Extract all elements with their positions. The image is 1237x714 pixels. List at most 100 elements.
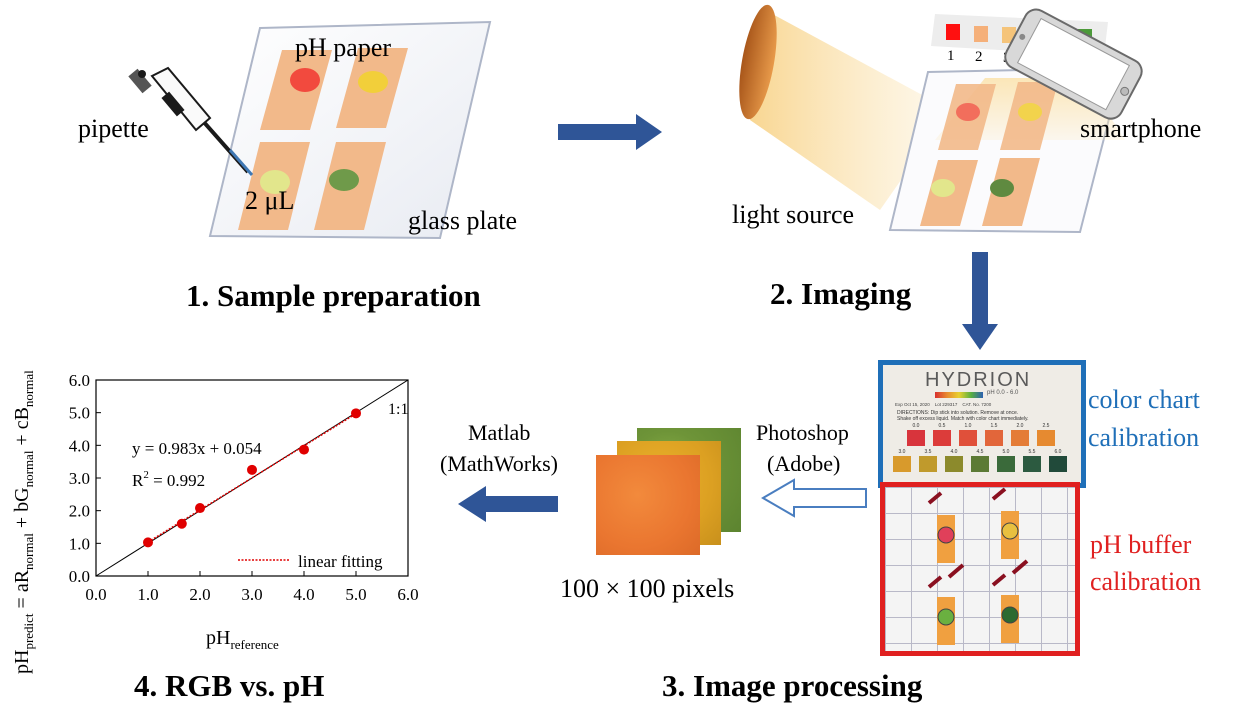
swatch: 1.0 (957, 423, 979, 446)
step-4-title: 4. RGB vs. pH (134, 668, 325, 703)
chart-swatch (946, 24, 960, 40)
sample-drop-yellow-green (260, 170, 290, 194)
arrow-right-icon (558, 114, 662, 150)
chart-marks (95, 379, 409, 577)
sample-spot (1018, 103, 1042, 121)
swatch-label: 1.0 (964, 423, 972, 429)
swatch: 4.0 (943, 449, 965, 472)
swatch: 6.0 (1047, 449, 1069, 472)
swatch: 3.0 (891, 449, 913, 472)
swatch-label: 4.0 (950, 449, 958, 455)
step-1-title: 1. Sample preparation (186, 278, 481, 313)
y-axis-title-part: + cB (11, 407, 33, 451)
swatch: 3.5 (917, 449, 939, 472)
x-axis-title-main: pH (206, 627, 230, 649)
swatch-label: 5.0 (1002, 449, 1010, 455)
x-axis-title-subscript: reference (230, 637, 279, 652)
data-point (195, 503, 205, 514)
step-2-title: 2. Imaging (770, 276, 912, 311)
smartphone-icon (1004, 8, 1143, 120)
swatch-label: 3.0 (898, 449, 906, 455)
swatch-color (959, 430, 977, 446)
r-squared-symbol: R (132, 471, 144, 490)
y-tick-label: 6.0 (69, 371, 90, 390)
swatch-color (919, 456, 937, 472)
swatch-row-top: 0.0 0.5 1.0 1.5 2.0 2.5 (905, 423, 1065, 451)
swatch: 5.5 (1021, 449, 1043, 472)
y-axis-title-part: = aR (11, 569, 33, 613)
hydrion-rainbow (935, 392, 983, 398)
ph-buffer-label-2: calibration (1090, 567, 1202, 596)
sample-spot (931, 179, 955, 197)
y-tick-label: 0.0 (69, 567, 90, 586)
y-axis-title-main: pH (11, 650, 33, 674)
swatch-color (907, 430, 925, 446)
swatch: 5.0 (995, 449, 1017, 472)
y-tick-label: 2.0 (69, 502, 90, 521)
hydrion-directions-2: Shake off excess liquid. Match with colo… (897, 416, 1029, 422)
swatch: 2.0 (1009, 423, 1031, 446)
r-squared-exponent: 2 (143, 469, 149, 481)
volume-label: 2 μL (245, 186, 295, 215)
swatch-label: 1.5 (990, 423, 998, 429)
hydrion-cat: CAT. No. 7200 (962, 402, 992, 407)
swatch-color (893, 456, 911, 472)
x-tick-label: 1.0 (137, 585, 158, 604)
buffer-strips-drawing (927, 487, 1029, 645)
pipette-label: pipette (78, 114, 149, 143)
y-tick-label: 1.0 (69, 534, 90, 553)
swatch-color (1037, 430, 1055, 446)
hydrion-lot: Lot 229317 (934, 402, 958, 407)
y-axis-title-sub: normal (21, 370, 36, 407)
light-source-icon (739, 4, 777, 120)
photoshop-label: Photoshop (756, 420, 849, 445)
step-3-title: 3. Image processing (662, 668, 923, 703)
data-point (351, 408, 361, 419)
sample-spot (990, 179, 1014, 197)
swatch-color (933, 430, 951, 446)
chart-number: 1 (947, 48, 955, 64)
hydrion-brand: HYDRION (925, 369, 1032, 391)
swatch-label: 3.5 (924, 449, 932, 455)
swatch-label: 2.0 (1016, 423, 1024, 429)
buffer-drop (1001, 522, 1019, 540)
hydrion-directions: DIRECTIONS: Dip stick into solution. Rem… (897, 410, 1019, 416)
x-tick-label: 5.0 (345, 585, 366, 604)
buffer-drop (937, 526, 955, 544)
swatch-color (997, 456, 1015, 472)
swatch-color (1011, 430, 1029, 446)
sample-drop-red (290, 68, 320, 92)
hollow-arrow-left-icon (761, 478, 867, 518)
smartphone-label: smartphone (1080, 114, 1202, 143)
swatch-color (985, 430, 1003, 446)
y-axis-title-part: + bG (11, 487, 33, 533)
data-point (247, 464, 257, 475)
swatch: 2.5 (1035, 423, 1057, 446)
light-source-label: light source (732, 200, 855, 229)
color-chart-photo: HYDRION pH 0.0 - 6.0 Exp Oct 15, 2020 Lo… (878, 360, 1086, 488)
y-axis-title-sub: normal (21, 533, 36, 570)
mathworks-label: (MathWorks) (440, 451, 558, 476)
chart-swatch (974, 26, 988, 42)
ph-buffer-photo (880, 482, 1080, 656)
data-point (176, 518, 187, 529)
swatch-color (971, 456, 989, 472)
x-tick-label: 6.0 (397, 585, 418, 604)
swatch-color (1023, 456, 1041, 472)
swatch: 0.5 (931, 423, 953, 446)
ph-paper-label: pH paper (295, 33, 392, 62)
ph-strip (260, 50, 332, 130)
swatch: 4.5 (969, 449, 991, 472)
y-tick-label: 5.0 (69, 404, 90, 423)
arrow-down-icon (962, 252, 998, 350)
swatch-color (1049, 456, 1067, 472)
hydrion-range: pH 0.0 - 6.0 (987, 390, 1019, 396)
adobe-label: (Adobe) (767, 451, 841, 476)
fit-line (147, 413, 357, 543)
swatch-label: 0.0 (912, 423, 920, 429)
swatch-label: 0.5 (938, 423, 946, 429)
pipette-icon (128, 66, 254, 176)
